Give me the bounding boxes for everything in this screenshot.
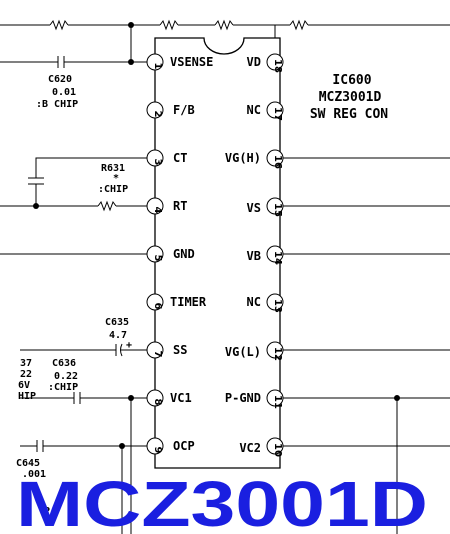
pin-10: 10 VC2 (239, 437, 284, 457)
pin-5: 5 GND (146, 245, 195, 263)
c620-type: :B CHIP (36, 99, 78, 110)
pin-number: 2 (152, 111, 163, 118)
pin-number: 12 (272, 347, 283, 361)
pin-11: 11 P-GND (225, 389, 284, 409)
pin-13: 13 NC (247, 293, 284, 313)
pin-number: 5 (152, 255, 163, 262)
pin-label: VSENSE (170, 55, 213, 69)
pin-number: 18 (272, 59, 283, 73)
pin-16: 16 VG(H) (225, 149, 284, 169)
c645-type: P (44, 506, 50, 517)
c637-line4: HIP (18, 391, 36, 402)
c637-line1: 37 (20, 358, 32, 369)
pin-3: 3 CT (146, 149, 187, 167)
pin-label: VD (247, 55, 261, 69)
pin-label: VC2 (239, 441, 261, 455)
right-pins: 18 VD 17 NC 16 VG(H) 15 VS 14 VB 13 NC (225, 53, 284, 457)
pin-label: TIMER (170, 295, 207, 309)
pin-number: 11 (272, 395, 283, 409)
pin-label: VB (247, 249, 261, 263)
pin-label: OCP (173, 439, 195, 453)
part-number-banner: MCZ3001D (16, 468, 428, 534)
c635-polarity: + (126, 340, 132, 351)
pin-number: 9 (152, 447, 163, 454)
pin-number: 7 (152, 351, 163, 358)
pin-7: 7 SS (146, 341, 187, 359)
ic-part: MCZ3001D (319, 90, 382, 105)
c635-ref: C635 (105, 317, 129, 328)
pin-number: 8 (152, 399, 163, 406)
ic-desc: SW REG CON (310, 107, 388, 122)
pin-1: 1 VSENSE (146, 53, 213, 71)
pin-14: 14 VB (247, 245, 284, 265)
c635-value: 4.7 (109, 330, 127, 341)
pin-17: 17 NC (247, 101, 284, 121)
pin-label: P-GND (225, 391, 261, 405)
c620-value: 0.01 (52, 87, 76, 98)
pin-12: 12 VG(L) (225, 341, 284, 361)
ic-title-block: IC600 MCZ3001D SW REG CON (310, 73, 388, 122)
c637-line3: 6V (18, 380, 30, 391)
pin-number: 10 (272, 443, 283, 457)
pin-label: NC (247, 103, 261, 117)
pin-label: VS (247, 201, 261, 215)
c645-ref: C645 (16, 458, 40, 469)
pin-label: SS (173, 343, 187, 357)
pin-label: VG(L) (225, 345, 261, 359)
pin-number: 15 (272, 203, 283, 217)
left-pins: 1 VSENSE 2 F/B 3 CT 4 RT 5 GND 6 TIMER (146, 53, 213, 455)
pin-number: 3 (152, 159, 163, 166)
junction-dots (33, 22, 400, 449)
pin-label: F/B (173, 103, 195, 117)
r631-ref: R631 (101, 163, 125, 174)
pin-label: VC1 (170, 391, 192, 405)
c636-value: 0.22 (54, 371, 78, 382)
pin-label: NC (247, 295, 261, 309)
pin-18: 18 VD (247, 53, 284, 73)
pin-8: 8 VC1 (146, 389, 192, 407)
pin-4: 4 RT (146, 197, 187, 215)
c637-line2: 22 (20, 369, 32, 380)
pin-number: 13 (272, 299, 283, 313)
top-wiring (0, 19, 450, 534)
ic-ref: IC600 (332, 73, 371, 88)
pin-15: 15 VS (247, 197, 284, 217)
pin-2: 2 F/B (146, 101, 195, 119)
pin-number: 1 (152, 63, 163, 70)
c620-ref: C620 (48, 74, 72, 85)
pin-label: VG(H) (225, 151, 261, 165)
ic-package (154, 37, 281, 469)
r631-value: * (113, 173, 119, 184)
c636-ref: C636 (52, 358, 76, 369)
pin-label: GND (173, 247, 195, 261)
pin-number: 4 (152, 207, 163, 214)
pin-number: 16 (272, 155, 283, 169)
pin-9: 9 OCP (146, 437, 195, 455)
c645-value: .001 (22, 469, 46, 480)
pin-number: 14 (272, 251, 283, 265)
r631-type: :CHIP (98, 184, 128, 195)
c636-type: :CHIP (48, 382, 78, 393)
pin-6: 6 TIMER (146, 293, 207, 311)
pin-label: CT (173, 151, 187, 165)
pin-number: 6 (152, 303, 163, 310)
pin-number: 17 (272, 107, 283, 121)
pin-label: RT (173, 199, 187, 213)
component-labels: C620 0.01 :B CHIP R631 * :CHIP C635 4.7 … (16, 74, 132, 517)
